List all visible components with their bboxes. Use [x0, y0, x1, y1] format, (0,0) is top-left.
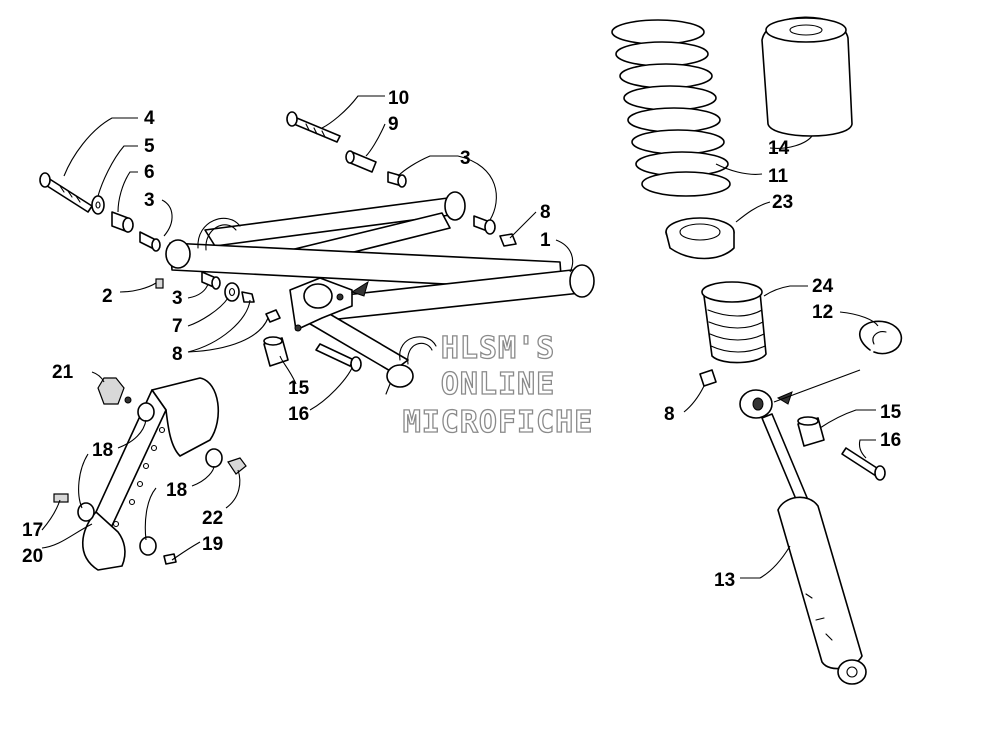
watermark-line-1: HLSM'S — [441, 331, 555, 366]
callout-20: 20 — [22, 546, 43, 567]
watermark: HLSM'S ONLINE MICROFICHE — [402, 330, 594, 440]
callout-4: 4 — [144, 108, 155, 129]
callout-18: 18 — [92, 440, 113, 461]
callout-3: 3 — [172, 288, 183, 309]
callout-13: 13 — [714, 570, 735, 591]
leader-lines — [41, 95, 879, 579]
callout-labels: 4 5 6 3 2 3 7 8 21 18 18 22 19 17 20 15 … — [22, 88, 902, 591]
callout-16: 16 — [288, 404, 309, 425]
bump-stop — [701, 281, 767, 364]
callout-23: 23 — [772, 192, 793, 213]
a-arm-frame — [165, 191, 595, 395]
watermark-line-2: ONLINE — [441, 367, 555, 402]
circlip — [858, 320, 903, 355]
callout-16: 16 — [880, 430, 901, 451]
callout-19: 19 — [202, 534, 223, 555]
callout-8: 8 — [664, 404, 675, 425]
shock-cover — [761, 16, 853, 137]
callout-3: 3 — [460, 148, 471, 169]
limiter-strap — [53, 377, 247, 571]
callout-14: 14 — [768, 138, 790, 159]
callout-17: 17 — [22, 520, 43, 541]
callout-8: 8 — [172, 344, 183, 365]
shock-absorber — [699, 369, 886, 685]
callout-6: 6 — [144, 162, 155, 183]
watermark-line-3: MICROFICHE — [403, 405, 594, 440]
callout-15: 15 — [880, 402, 902, 423]
callout-24: 24 — [812, 276, 834, 297]
callout-11: 11 — [768, 166, 789, 187]
callout-12: 12 — [812, 302, 833, 323]
callout-15: 15 — [288, 378, 310, 399]
callout-1: 1 — [540, 230, 551, 251]
callout-9: 9 — [388, 114, 399, 135]
spring-retainer — [665, 217, 735, 260]
callout-8: 8 — [540, 202, 551, 223]
coil-spring — [611, 19, 731, 197]
callout-21: 21 — [52, 362, 74, 383]
callout-22: 22 — [202, 508, 223, 529]
callout-10: 10 — [388, 88, 409, 109]
callout-3: 3 — [144, 190, 155, 211]
callout-2: 2 — [102, 286, 113, 307]
callout-5: 5 — [144, 136, 155, 157]
left-hardware — [39, 172, 362, 372]
callout-18: 18 — [166, 480, 187, 501]
callout-7: 7 — [172, 316, 183, 337]
